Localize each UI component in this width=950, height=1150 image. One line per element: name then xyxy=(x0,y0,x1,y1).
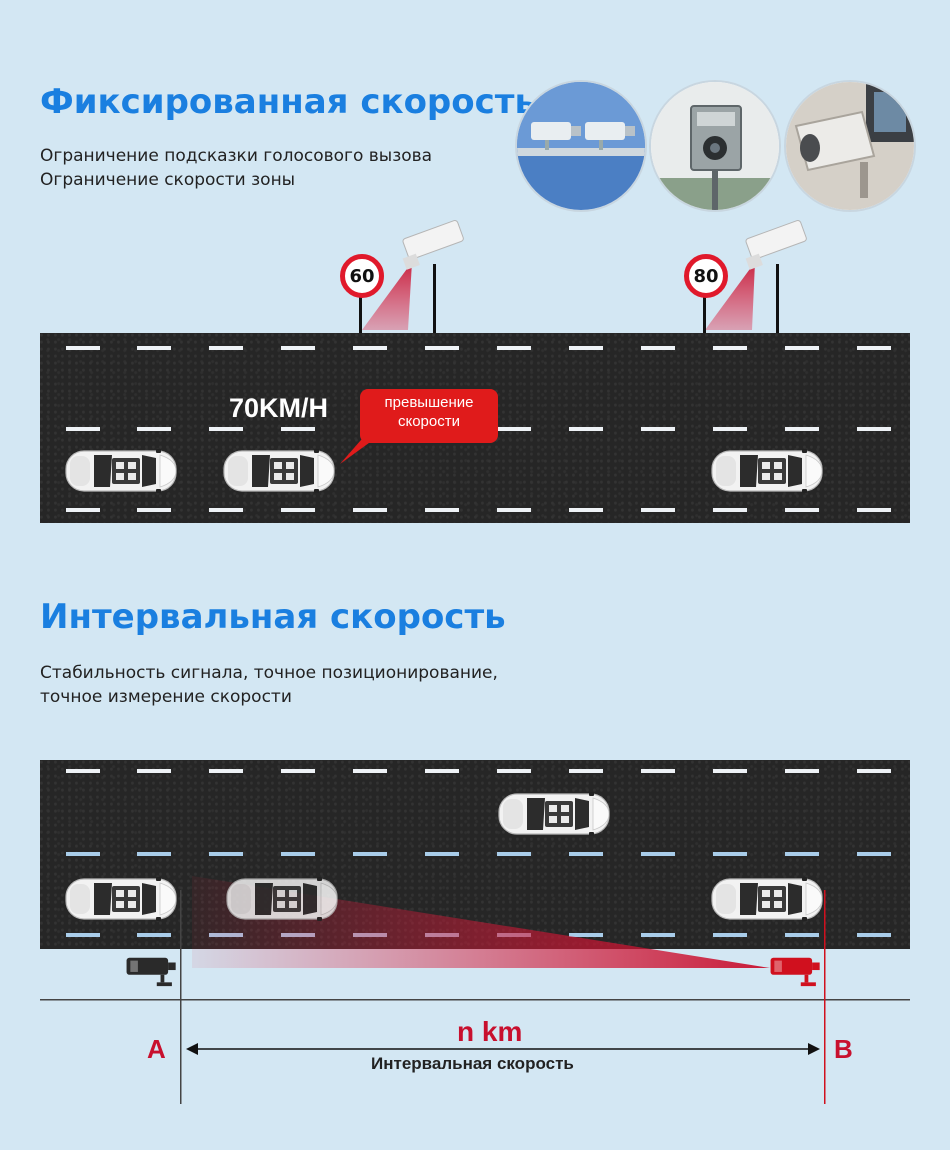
section1-desc-line1: Ограничение подсказки голосового вызова xyxy=(40,146,433,166)
speed-limit-sign-80: 80 xyxy=(684,254,728,298)
road2-overlay xyxy=(40,769,910,1104)
camera-beam-2 xyxy=(705,262,755,330)
bubble-line2: скорости xyxy=(397,413,460,430)
car-icon xyxy=(711,448,823,494)
interval-speed-label: Интервальная скорость xyxy=(371,1054,574,1073)
car-icon xyxy=(65,448,177,494)
marker-a-line xyxy=(180,890,182,1104)
section2-desc-line1: Стабильность сигнала, точное позициониро… xyxy=(40,663,498,683)
distance-label: n km xyxy=(457,1016,523,1047)
arrow-left-icon xyxy=(186,1043,198,1055)
point-b-label: B xyxy=(834,1034,853,1064)
current-speed-label: 70KM/H xyxy=(229,393,329,423)
baseline xyxy=(40,999,910,1001)
camera-beam-1 xyxy=(362,262,412,330)
car-icon xyxy=(223,448,335,494)
speed-limit-sign-60: 60 xyxy=(340,254,384,298)
section1-desc-line2: Ограничение скорости зоны xyxy=(40,170,296,190)
section2-desc-line2: точное измерение скорости xyxy=(40,687,292,707)
camera-a-icon xyxy=(126,957,176,987)
arrow-right-icon xyxy=(808,1043,820,1055)
car-icon xyxy=(65,876,177,922)
section1-title: Фиксированная скорость xyxy=(40,82,536,122)
marker-b-line xyxy=(824,890,826,1104)
car-icon xyxy=(498,791,610,837)
car-icon xyxy=(226,876,338,922)
speed-camera-1-icon xyxy=(402,220,464,270)
section2-title: Интервальная скорость xyxy=(40,597,506,637)
speed-camera-2-icon xyxy=(745,220,807,270)
car-icon xyxy=(711,876,823,922)
bubble-line1: превышение xyxy=(384,394,474,411)
camera-b-icon xyxy=(770,957,820,987)
point-a-label: A xyxy=(147,1034,166,1064)
overspeed-bubble: превышение скорости xyxy=(360,389,498,443)
road1-overlay xyxy=(65,220,891,512)
